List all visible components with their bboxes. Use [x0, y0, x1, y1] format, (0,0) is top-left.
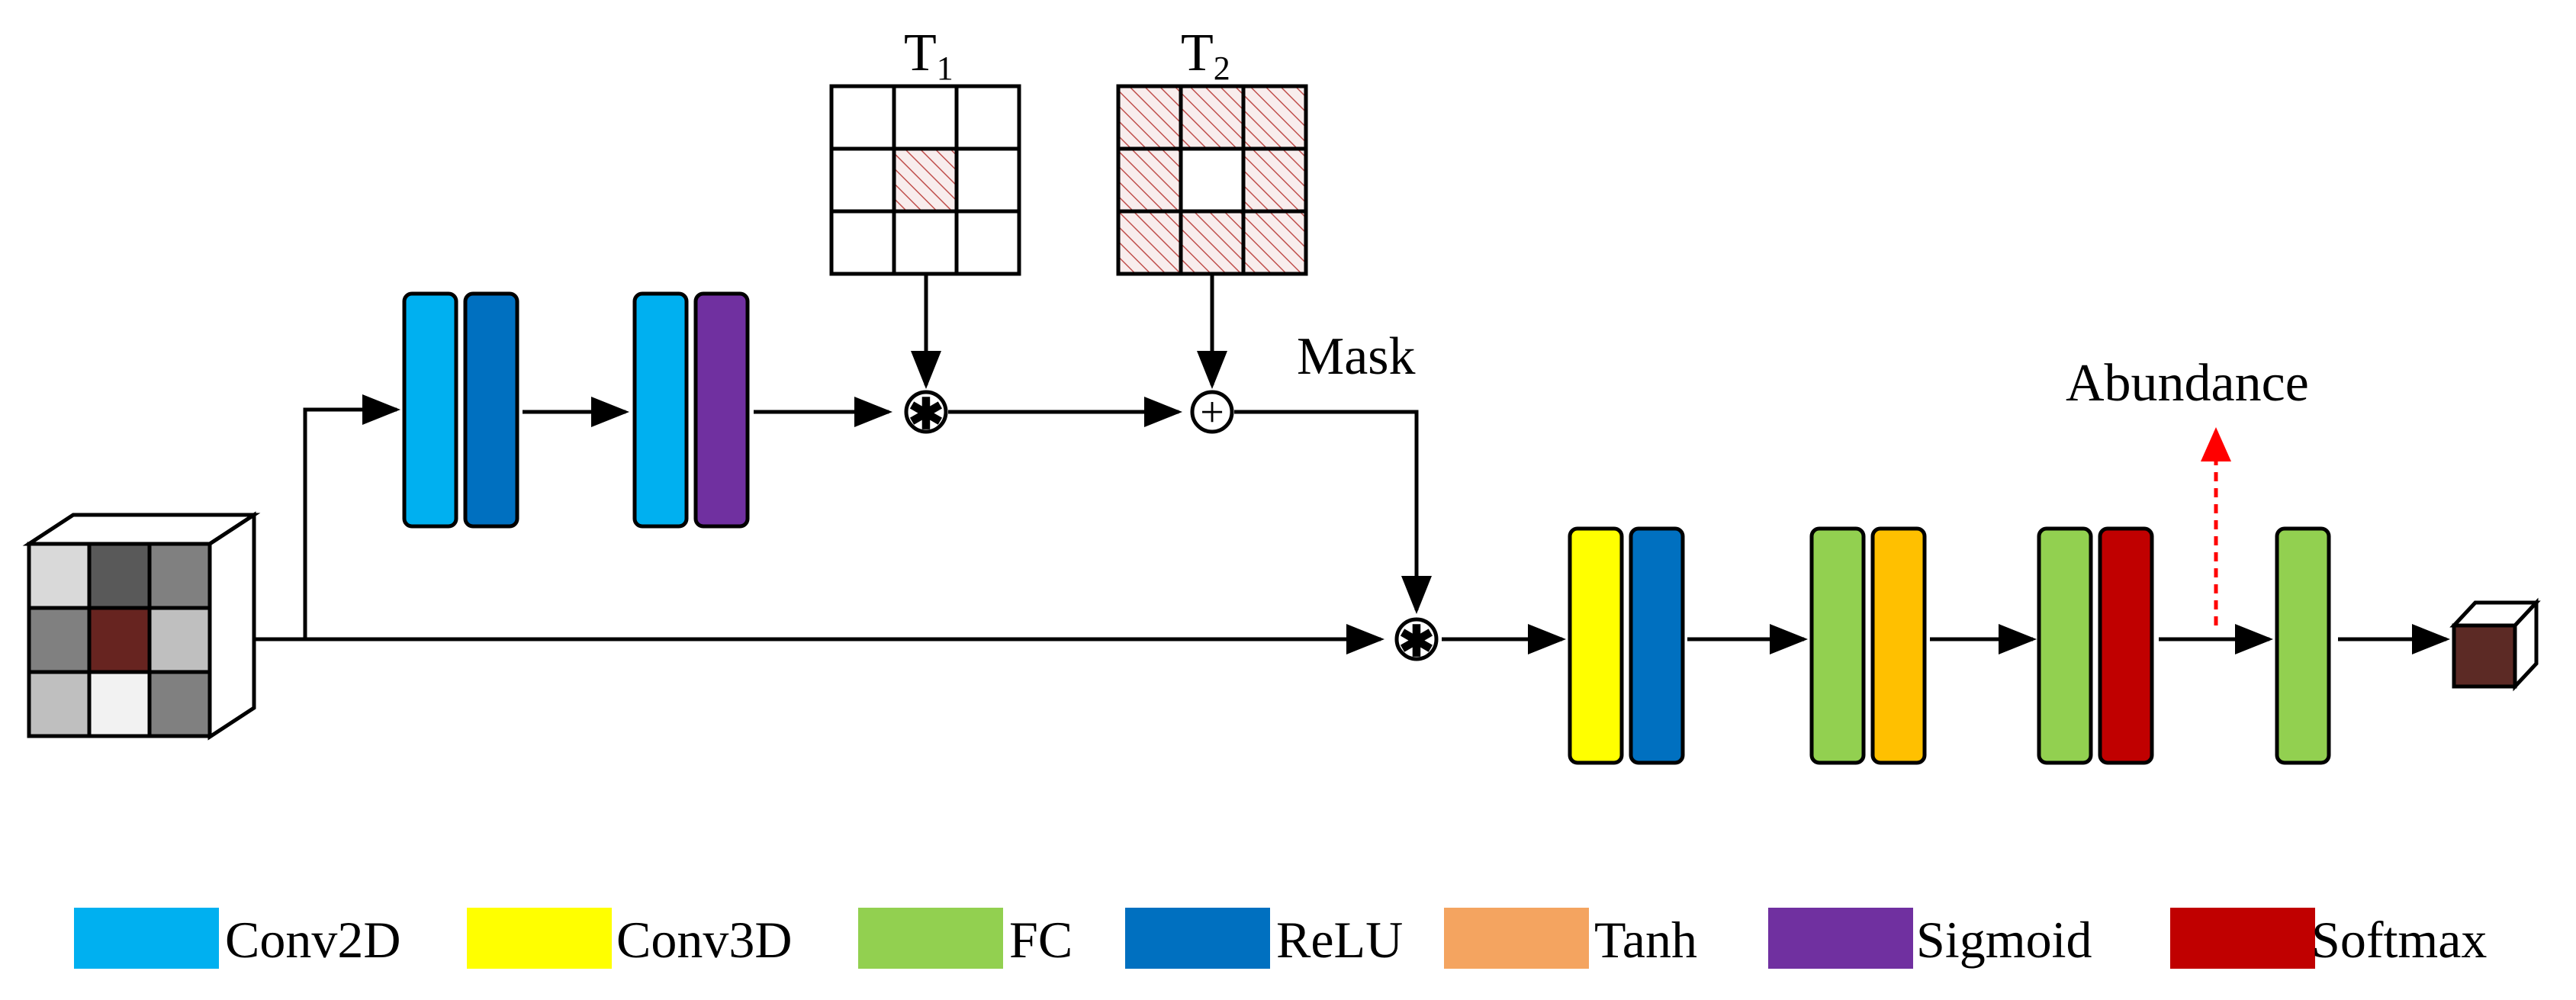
connections	[254, 273, 2450, 654]
conv-operator-1: ✱	[904, 390, 948, 439]
input-cell-9	[147, 670, 212, 738]
legend-label-softmax: Softmax	[2311, 911, 2487, 969]
t2-cell-8	[1179, 209, 1246, 276]
input-cell-5	[87, 606, 152, 674]
t1-cell-7	[829, 209, 896, 276]
conv-operator-2-symbol: ✱	[1399, 619, 1435, 666]
t2-cell-1	[1116, 84, 1183, 151]
t2-cell-4	[1116, 146, 1183, 214]
input-cell-3	[147, 542, 212, 610]
t2-cell-6	[1241, 146, 1308, 214]
block5-fc	[2037, 526, 2093, 765]
t1-cell-1	[829, 84, 896, 151]
legend-swatch-fc	[858, 908, 1003, 969]
input-cell-2	[87, 542, 152, 610]
t2-cell-7	[1116, 209, 1183, 276]
t2-cell-9	[1241, 209, 1308, 276]
legend-label-fc: FC	[1009, 911, 1073, 969]
legend-swatch-tanh	[1444, 908, 1589, 969]
conv-operator-1-symbol: ✱	[909, 391, 944, 439]
legend-swatch-softmax	[2170, 908, 2315, 969]
t1-cell-9	[954, 209, 1021, 276]
mask-label: Mask	[1297, 327, 1416, 386]
legend-swatch-relu	[1125, 908, 1270, 969]
edge-input-to-branch	[303, 394, 400, 639]
legend-swatch-conv2d	[74, 908, 219, 969]
t2-cell-3	[1241, 84, 1308, 151]
template-t1-grid	[829, 84, 1021, 276]
input-cube-side-face	[207, 511, 256, 741]
block1-relu	[463, 291, 519, 529]
t2-cell-5	[1179, 146, 1246, 214]
add-operator: +	[1190, 389, 1234, 436]
legend-label-conv3d: Conv3D	[616, 911, 792, 969]
block2-conv2d	[632, 291, 689, 529]
add-operator-symbol: +	[1200, 389, 1224, 436]
block6-fc	[2275, 526, 2331, 765]
block2-sigmoid	[693, 291, 750, 529]
input-cell-8	[87, 670, 152, 738]
output-pixel-cube	[2449, 597, 2541, 692]
output-cube-front-face	[2452, 623, 2517, 689]
conv-operator-2: ✱	[1394, 617, 1439, 666]
abundance-label: Abundance	[2066, 354, 2309, 413]
input-cell-7	[27, 670, 92, 738]
block3-conv3d	[1568, 526, 1624, 765]
layer-blocks	[402, 291, 2331, 765]
input-cell-4	[27, 606, 92, 674]
t1-cell-6	[954, 146, 1021, 214]
legend-label-relu: ReLU	[1276, 911, 1403, 969]
t2-cell-2	[1179, 84, 1246, 151]
t1-cell-3	[954, 84, 1021, 151]
template-t1-label: T1	[904, 24, 954, 87]
block4-fc	[1809, 526, 1866, 765]
block4-tanh	[1870, 526, 1927, 765]
input-cube-front-grid	[27, 542, 212, 738]
legend: Conv2D Conv3D FC ReLU Tanh Sigmoid Softmax	[74, 908, 2487, 969]
t1-cell-5	[892, 146, 959, 214]
input-cube	[22, 511, 261, 741]
template-t2-grid	[1116, 84, 1308, 276]
legend-label-tanh: Tanh	[1594, 911, 1697, 969]
template-t2-label: T2	[1181, 24, 1230, 87]
legend-swatch-conv3d	[467, 908, 612, 969]
block3-relu	[1629, 526, 1685, 765]
t1-cell-8	[892, 209, 959, 276]
legend-label-sigmoid: Sigmoid	[1916, 911, 2092, 969]
edge-mask-to-multiply	[1234, 410, 1432, 614]
input-cell-6	[147, 606, 212, 674]
legend-swatch-sigmoid	[1768, 908, 1913, 969]
block1-conv2d	[402, 291, 458, 529]
input-cell-1	[27, 542, 92, 610]
block5-softmax	[2098, 526, 2154, 765]
legend-label-conv2d: Conv2D	[225, 911, 400, 969]
t1-cell-4	[829, 146, 896, 214]
t1-cell-2	[892, 84, 959, 151]
